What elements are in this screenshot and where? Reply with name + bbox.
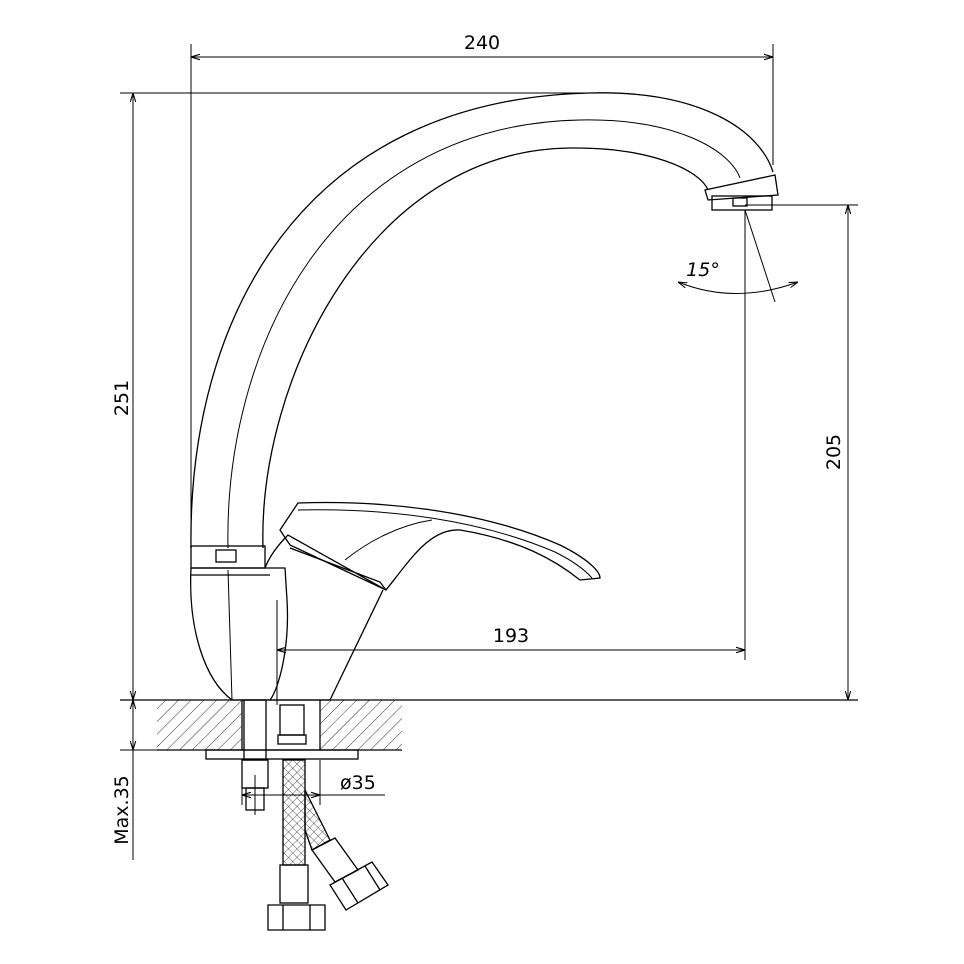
countertop-section — [120, 699, 858, 760]
hose-left-nut — [267, 904, 326, 931]
dimension-label-193: 193 — [493, 625, 529, 647]
supply-hoses — [267, 704, 389, 931]
hose-fitting-ring — [277, 734, 307, 745]
angle-arc — [678, 282, 798, 294]
dimension-label-205: 205 — [823, 434, 845, 470]
spout-collar — [190, 545, 266, 569]
lever-underside — [344, 519, 433, 561]
angle-indicator-15: 15° — [678, 209, 798, 303]
countertop-left-hatch — [157, 700, 242, 750]
spout-inner-edge — [262, 147, 709, 549]
aerator-outlet — [732, 197, 748, 207]
lever-outline — [279, 501, 601, 591]
dimension-width-240: 240 — [190, 32, 774, 560]
hose-left-ferrule — [279, 864, 309, 904]
aerator-ring — [704, 174, 779, 201]
hose-right-braided — [304, 789, 331, 851]
hose-left-braided — [282, 759, 306, 866]
angle-ray — [744, 209, 776, 303]
body-left-profile — [190, 567, 289, 701]
dimension-label-diameter: ø35 — [340, 772, 376, 794]
spout-center-highlight — [227, 119, 741, 549]
aerator — [711, 195, 773, 211]
dimension-height-251: 251 — [111, 92, 600, 700]
stud-upper — [243, 699, 267, 761]
dimension-label-251: 251 — [111, 380, 133, 416]
dimension-label-max-35: Max.35 — [111, 775, 133, 845]
hose-fitting-upper — [279, 704, 305, 736]
spout-collar-notch — [215, 549, 237, 563]
spout — [190, 92, 779, 569]
mounting-stud — [241, 699, 269, 815]
cartridge-housing — [264, 534, 387, 591]
dimension-height-205: 205 — [745, 204, 858, 700]
countertop-right-hatch — [320, 700, 402, 750]
dimension-label-240: 240 — [464, 32, 500, 54]
body-base — [232, 589, 384, 701]
spout-outer-edge — [190, 92, 774, 549]
angle-label: 15° — [686, 259, 720, 281]
body-center-line — [227, 569, 233, 701]
dimension-reach-193: 193 — [276, 210, 746, 705]
hose-right-nut — [329, 861, 389, 911]
dimension-max-35: Max.35 — [111, 700, 133, 860]
lever-handle — [264, 501, 601, 591]
mounting-plate — [205, 749, 359, 760]
lever-inner-edge — [297, 509, 593, 579]
dimension-diameter-35: ø35 — [241, 760, 385, 805]
faucet-body — [190, 567, 384, 701]
